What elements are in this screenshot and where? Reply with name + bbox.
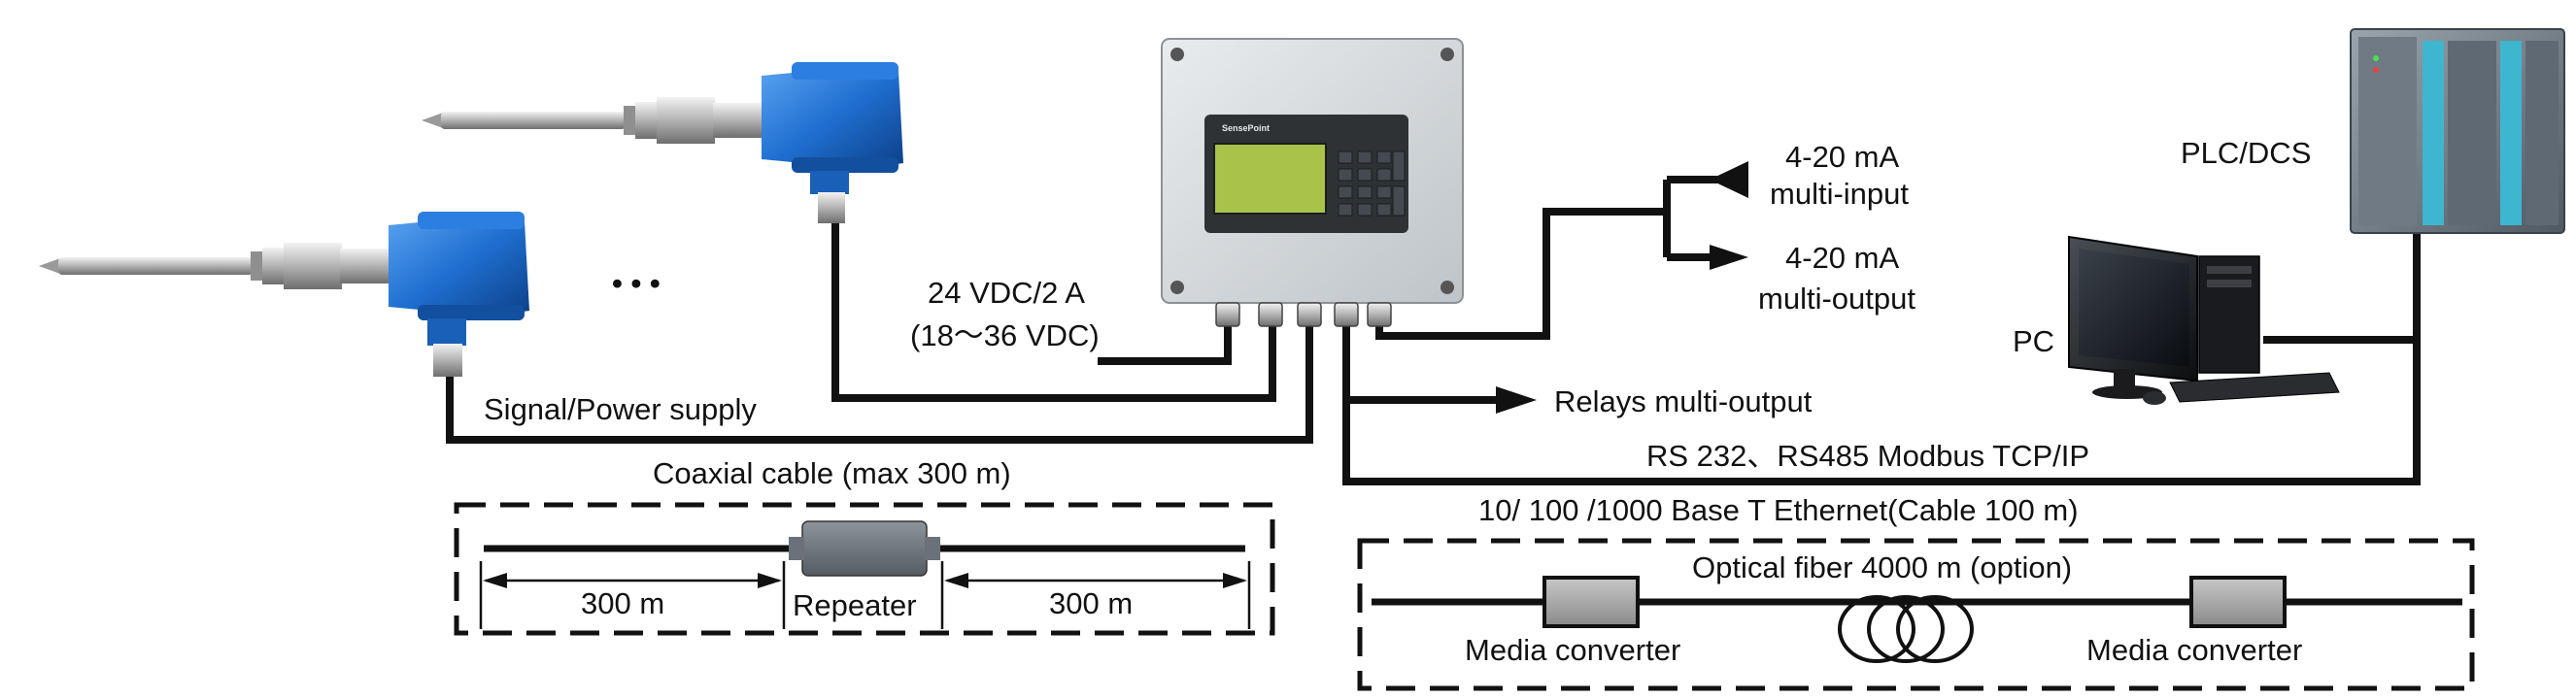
analog-output-line1: 4-20 mA bbox=[1785, 241, 1899, 275]
coax-label: Coaxial cable (max 300 m) bbox=[653, 456, 1011, 490]
wire-power bbox=[1098, 325, 1232, 365]
repeater-dashed-frame bbox=[454, 502, 1275, 636]
pc-tower bbox=[2198, 255, 2260, 374]
fiber-dashed-frame bbox=[1357, 538, 2475, 691]
repeater-right-distance: 300 m bbox=[1049, 586, 1133, 620]
repeater-box bbox=[454, 502, 1275, 636]
controller-unit: SensePoint bbox=[1161, 38, 1464, 327]
cable-glands bbox=[1215, 302, 1392, 327]
sensor-housing bbox=[389, 216, 529, 316]
controller-display bbox=[1213, 143, 1327, 215]
wire-comms bbox=[1342, 233, 2421, 485]
relays-label: Relays multi-output bbox=[1554, 384, 1813, 418]
arrow-input-icon bbox=[1710, 161, 1748, 198]
pc-keyboard bbox=[2169, 372, 2340, 403]
pc-label: PC bbox=[2013, 324, 2054, 358]
controller-brand: SensePoint bbox=[1222, 123, 1270, 133]
wiring bbox=[446, 176, 2421, 485]
fiber-label: Optical fiber 4000 m (option) bbox=[1692, 550, 2072, 584]
pc-unit bbox=[2068, 235, 2340, 405]
fiber-box bbox=[1357, 538, 2475, 691]
converter-left-label: Media converter bbox=[1465, 633, 1680, 667]
probe-tip bbox=[39, 258, 60, 274]
power-line2: (18～36 VDC) bbox=[910, 318, 1100, 352]
comms-protocols-label: RS 232、RS485 Modbus TCP/IP bbox=[1646, 439, 2089, 473]
wire-sensor-upper bbox=[831, 221, 1276, 402]
repeater-left-distance: 300 m bbox=[581, 586, 664, 620]
probe-rod bbox=[58, 257, 253, 275]
arrow-relays-icon bbox=[1496, 386, 1537, 414]
power-line1: 24 VDC/2 A bbox=[928, 276, 1085, 310]
level-sensor-upper bbox=[422, 62, 903, 223]
repeater-device bbox=[801, 520, 928, 577]
level-sensor-lower bbox=[39, 212, 529, 377]
plc-unit bbox=[2350, 28, 2565, 234]
media-converter-left bbox=[1542, 576, 1640, 628]
analog-output-line2: multi-output bbox=[1758, 282, 1915, 316]
controller-keypad bbox=[1338, 150, 1406, 216]
repeater-label: Repeater bbox=[793, 588, 917, 622]
wire-analog bbox=[1375, 208, 1667, 340]
analog-input-line2: multi-input bbox=[1770, 177, 1909, 211]
arrow-output-icon bbox=[1710, 245, 1748, 270]
media-converter-right bbox=[2189, 576, 2287, 628]
plc-label: PLC/DCS bbox=[2181, 136, 2311, 170]
converter-right-label: Media converter bbox=[2086, 633, 2302, 667]
analog-input-line1: 4-20 mA bbox=[1785, 140, 1899, 174]
dim-arrow-icon bbox=[483, 573, 507, 588]
sensors-ellipsis: • • • bbox=[612, 266, 661, 300]
ethernet-label: 10/ 100 /1000 Base T Ethernet(Cable 100 … bbox=[1478, 493, 2079, 527]
signal-power-label: Signal/Power supply bbox=[484, 392, 757, 426]
wire-sensor-lower bbox=[446, 325, 1313, 444]
fiber-coil-icon bbox=[1838, 595, 1974, 663]
arrowheads bbox=[1496, 161, 1748, 414]
plc-io-strip bbox=[2423, 41, 2444, 225]
pc-mouse bbox=[2143, 391, 2166, 405]
